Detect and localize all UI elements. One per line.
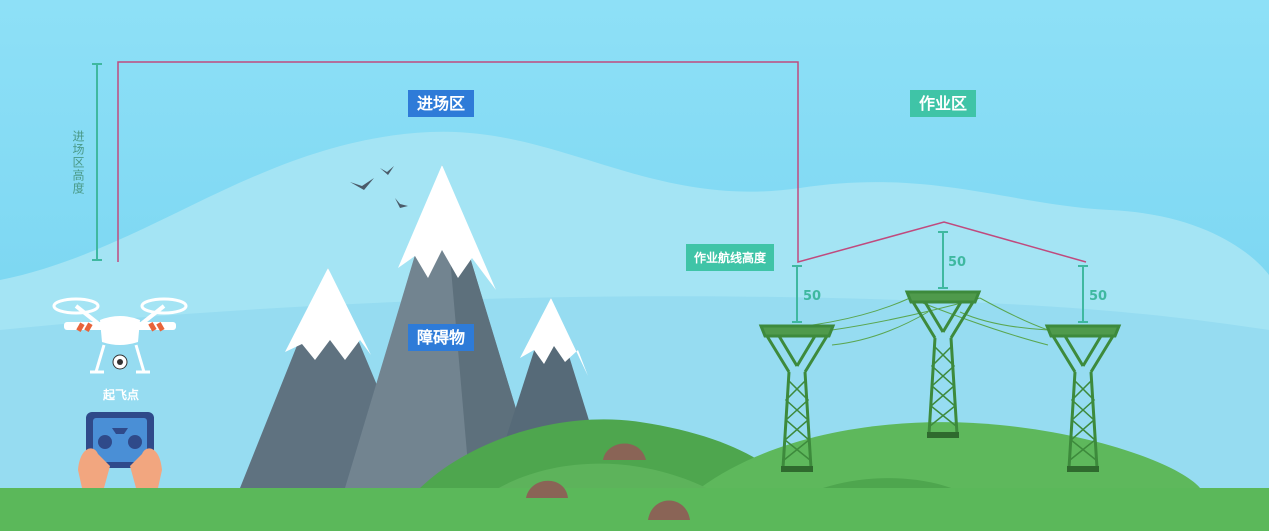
tower-left-dimension-label: 50	[803, 289, 822, 304]
tower-icon	[904, 290, 982, 438]
entry-height-dimension	[92, 63, 102, 261]
mountain-left-snow	[285, 268, 371, 360]
takeoff-point-label: 起飞点	[103, 388, 140, 402]
tower-icon	[1044, 324, 1122, 472]
drone-icon	[52, 297, 188, 374]
work-altitude-label: 作业航线高度	[686, 244, 775, 271]
flight-route-line	[117, 61, 1087, 263]
rock	[603, 443, 646, 460]
rock	[526, 480, 568, 498]
birds-icon	[350, 166, 408, 208]
tower-icon	[758, 324, 836, 472]
rock	[648, 500, 690, 520]
entry-height-label: 进场区高度	[71, 130, 85, 195]
tower-right-dimension-label: 50	[1089, 289, 1108, 304]
remote-controller-icon	[78, 412, 162, 488]
tower-middle-dimension-label: 50	[948, 255, 967, 270]
tower-dimension-lines	[792, 231, 1088, 323]
mountain-center-snow	[398, 165, 496, 290]
hill-left	[420, 419, 790, 488]
ground	[0, 488, 1269, 531]
obstacle-label: 障碍物	[408, 324, 475, 352]
mountain-right-snow	[520, 298, 588, 376]
entry-zone-label: 进场区	[408, 90, 475, 118]
work-zone-label: 作业区	[910, 90, 977, 118]
